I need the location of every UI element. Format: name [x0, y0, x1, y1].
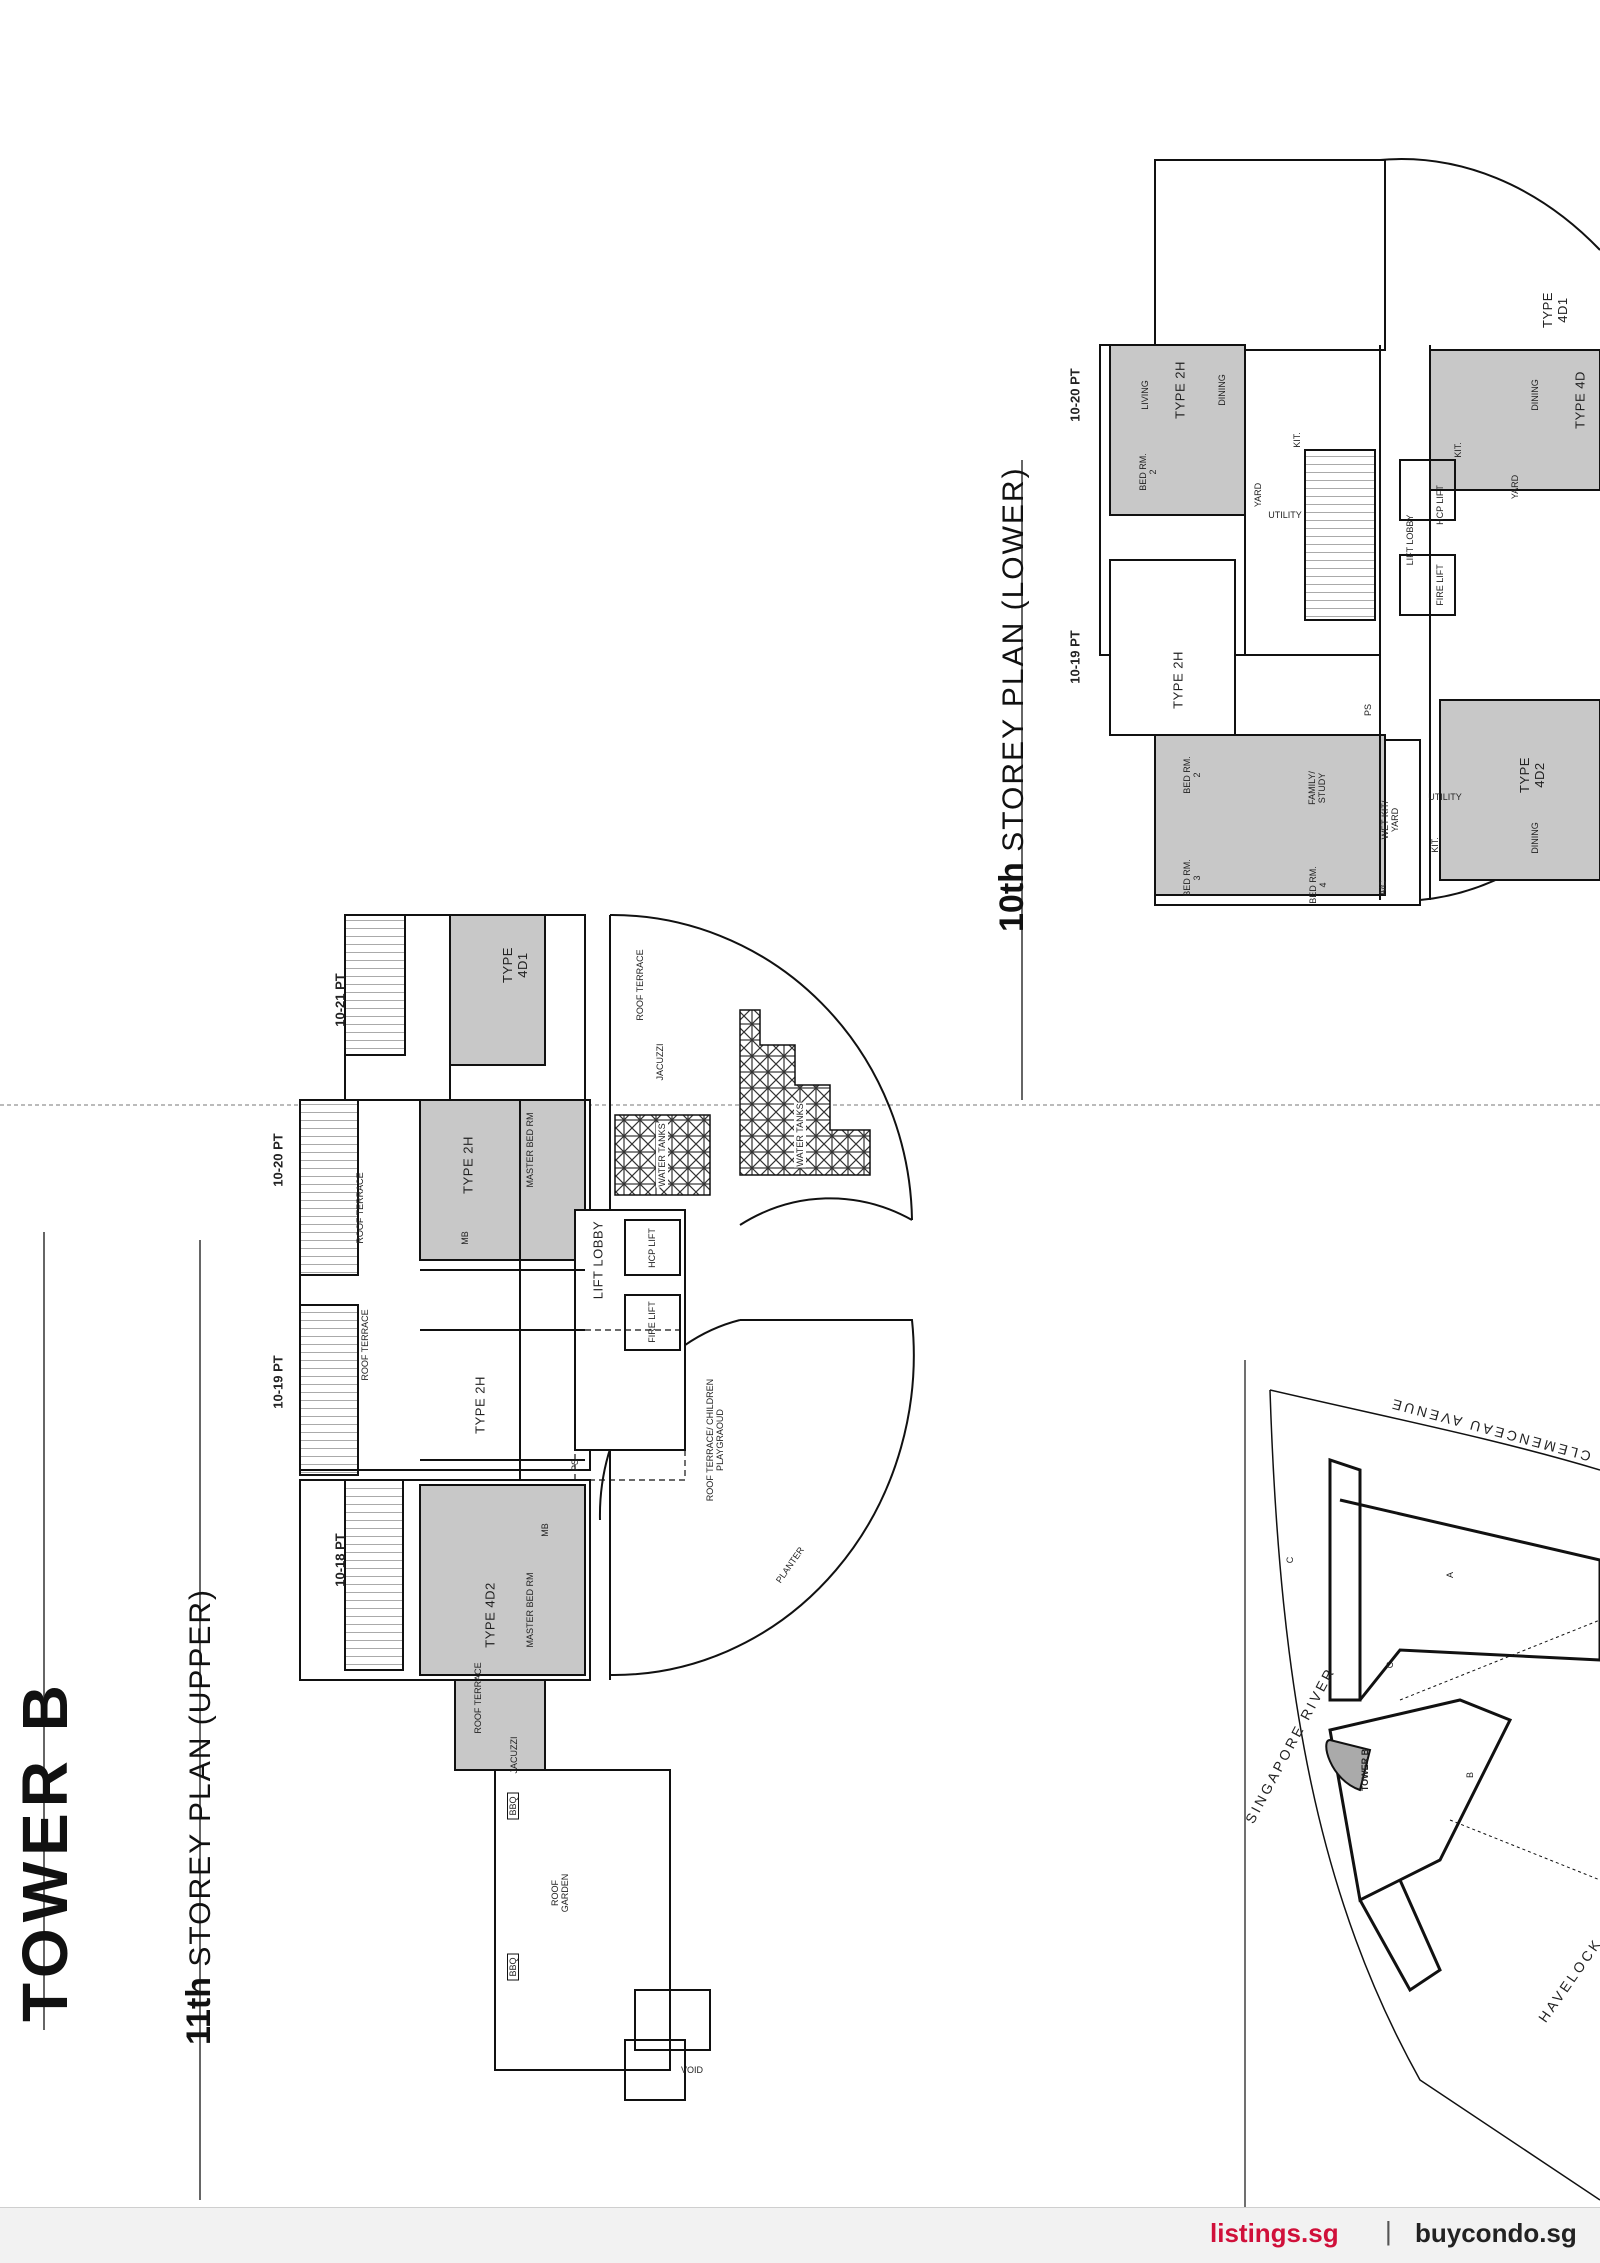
upper-jacuzzi-a: JACUZZI: [655, 1043, 665, 1081]
lower-type-2h-b: TYPE 2H: [1170, 651, 1186, 709]
upper-jacuzzi-b: JACUZZI: [509, 1736, 519, 1774]
lower-yard-a: YARD: [1253, 482, 1263, 508]
lower-yard-b: YARD: [1510, 474, 1520, 500]
lower-plan: [1099, 158, 1600, 906]
site-block-c2: C: [1385, 1661, 1395, 1669]
upper-pt-1018: 10-18 PT: [332, 1533, 348, 1587]
lower-fire-lift: FIRE LIFT: [1435, 564, 1445, 606]
lower-lift-lobby: LIFT LOBBY: [1405, 514, 1415, 566]
site-block-c1: C: [1285, 1556, 1295, 1564]
upper-water-tanks-a: WATER TANKS: [656, 1122, 668, 1188]
upper-void: VOID: [680, 2065, 704, 2075]
lower-pt-1019: 10-19 PT: [1067, 630, 1083, 684]
lower-kit-b: KIT.: [1453, 442, 1463, 458]
lower-pt-1020: 10-20 PT: [1067, 368, 1083, 422]
upper-bbq-a: BBQ: [507, 1792, 519, 1820]
upper-mb-a: MB: [460, 1231, 470, 1245]
upper-water-tanks-b: WATER TANKS: [794, 1102, 806, 1168]
lower-type-2h-a: TYPE 2H: [1172, 361, 1188, 419]
water-tanks-grid-b: [739, 1009, 871, 1176]
lower-ac: A/C: [1378, 880, 1388, 896]
upper-fire-lift: FIRE LIFT: [647, 1301, 657, 1343]
watermark-bar: listings.sg | buycondo.sg: [0, 2207, 1600, 2263]
lower-type-4d: TYPE 4D: [1572, 371, 1588, 429]
upper-plan-name: STOREY PLAN (UPPER): [184, 1587, 217, 1967]
watermark-site-a: listings.sg: [1210, 2218, 1339, 2248]
lower-plan-name: STOREY PLAN (LOWER): [997, 466, 1030, 852]
lower-wet-kit-yard: WET KIT/ YARD: [1380, 800, 1400, 840]
lower-bed-rm-4: BED RM. 4: [1308, 866, 1328, 904]
upper-pt-1019: 10-19 PT: [270, 1355, 286, 1409]
upper-roof-terrace-a: ROOF TERRACE: [635, 949, 645, 1021]
lower-dining-b: DINING: [1530, 379, 1540, 411]
upper-plan-prefix: 11th: [180, 1976, 218, 2045]
upper-pt-1020: 10-20 PT: [270, 1133, 286, 1187]
upper-master-bed-b: MASTER BED RM: [525, 1572, 535, 1648]
lower-kit-c: KIT.: [1430, 837, 1440, 853]
tower-title: TOWER B: [9, 1678, 81, 2022]
upper-master-bed-a: MASTER BED RM: [525, 1112, 535, 1188]
upper-type-4d1: TYPE 4D1: [500, 947, 530, 983]
watermark-site-b: buycondo.sg: [1415, 2218, 1577, 2248]
lower-utility-b: UTILITY: [1428, 792, 1462, 802]
watermark-brand: listings.sg | buycondo.sg: [1040, 2214, 1600, 2254]
site-block-a: A: [1445, 1571, 1455, 1579]
site-block-b: B: [1465, 1771, 1475, 1779]
lower-plan-prefix: 10th: [993, 862, 1031, 932]
lower-dining-a: DINING: [1217, 374, 1227, 406]
upper-children-playground: ROOF TERRACE/ CHILDREN PLAYGRAOUD: [705, 1378, 725, 1502]
upper-type-4d2: TYPE 4D2: [482, 1582, 498, 1648]
upper-mb-b: MB: [540, 1523, 550, 1537]
lower-plan-title: 10th STOREY PLAN (LOWER): [993, 466, 1032, 932]
upper-roof-terrace-d: ROOF TERRACE: [473, 1662, 483, 1734]
upper-roof-terrace-c: ROOF TERRACE: [360, 1309, 370, 1381]
upper-plan: [299, 913, 915, 2101]
site-plan: [1244, 1360, 1600, 2263]
lower-type-4d1: TYPE 4D1: [1540, 292, 1570, 328]
upper-hcp-lift: HCP LIFT: [647, 1228, 657, 1268]
upper-ps: PS: [570, 1458, 580, 1472]
upper-bbq-b: BBQ: [507, 1953, 519, 1981]
upper-plan-title: 11th STOREY PLAN (UPPER): [180, 1588, 219, 2045]
lower-bed-rm-2b: BED RM. 2: [1182, 756, 1202, 794]
lower-bed-rm-2a: BED RM. 2: [1138, 453, 1158, 491]
upper-roof-garden: ROOF GARDEN: [550, 1873, 570, 1913]
watermark-separator: |: [1385, 2216, 1392, 2246]
lower-hcp-lift: HCP LIFT: [1435, 485, 1445, 525]
upper-type-2h-b: TYPE 2H: [472, 1376, 488, 1434]
lower-ps: PS: [1363, 703, 1373, 717]
site-tower-b: TOWER B: [1360, 1748, 1370, 1792]
upper-lift-lobby: LIFT LOBBY: [590, 1220, 606, 1300]
lower-living: LIVING: [1140, 380, 1150, 410]
lower-family-study: FAMILY/ STUDY: [1307, 771, 1327, 805]
upper-type-2h-a: TYPE 2H: [460, 1136, 476, 1194]
upper-pt-1021: 10-21 PT: [332, 973, 348, 1027]
lower-utility-a: UTILITY: [1268, 510, 1302, 520]
lower-dining-c: DINING: [1530, 822, 1540, 854]
upper-roof-terrace-b: ROOF TERRACE: [355, 1172, 365, 1244]
lower-kit-a: KIT.: [1292, 432, 1302, 448]
lower-bed-rm-3: BED RM. 3: [1182, 859, 1202, 897]
lower-type-4d2: TYPE 4D2: [1517, 757, 1547, 793]
